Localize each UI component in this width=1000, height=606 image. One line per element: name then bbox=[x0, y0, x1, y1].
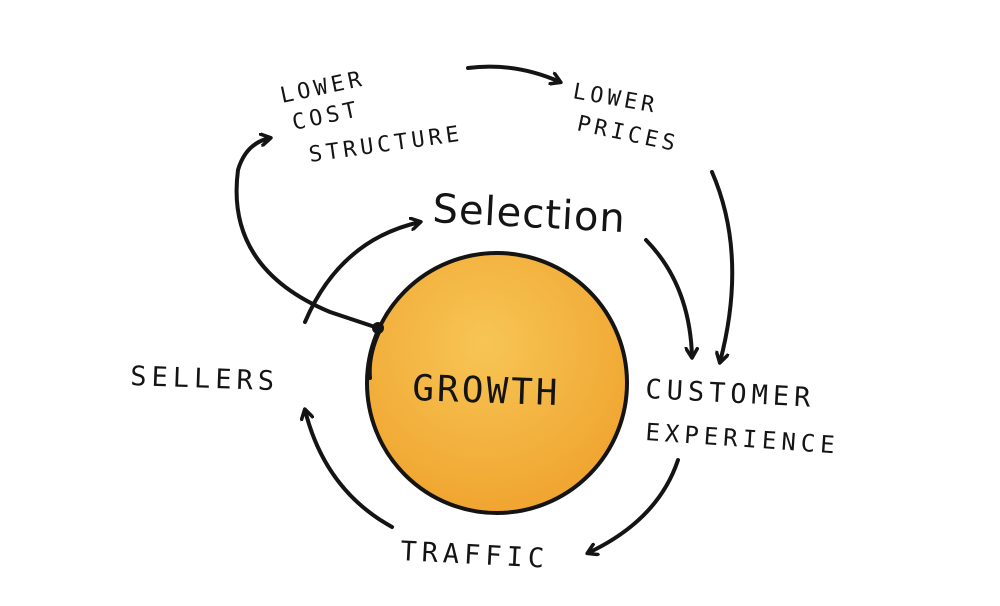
arrow-selection-to-customer bbox=[644, 238, 692, 357]
label-traffic: TRAFFIC bbox=[400, 536, 550, 575]
growth-circle bbox=[365, 251, 629, 515]
label-lower-prices-line2: PRICES bbox=[575, 111, 681, 157]
label-growth: GROWTH bbox=[412, 368, 561, 414]
arrow-cost-to-prices bbox=[466, 64, 560, 82]
label-sellers: SELLERS bbox=[130, 361, 280, 397]
label-lower-cost-line3: STRUCTURE bbox=[307, 122, 464, 168]
label-customer-line1: CUSTOMER bbox=[645, 374, 816, 414]
arrow-prices-to-customer bbox=[710, 170, 735, 362]
circle-edge-stroke bbox=[367, 328, 382, 380]
arrow-customer-to-traffic bbox=[588, 458, 680, 553]
arrow-growth-to-cost bbox=[234, 138, 380, 330]
arrow-traffic-to-sellers bbox=[305, 410, 394, 529]
label-customer-line2: EXPERIENCE bbox=[645, 418, 841, 459]
connection-dot bbox=[372, 322, 384, 334]
label-selection: Selection bbox=[431, 186, 626, 242]
